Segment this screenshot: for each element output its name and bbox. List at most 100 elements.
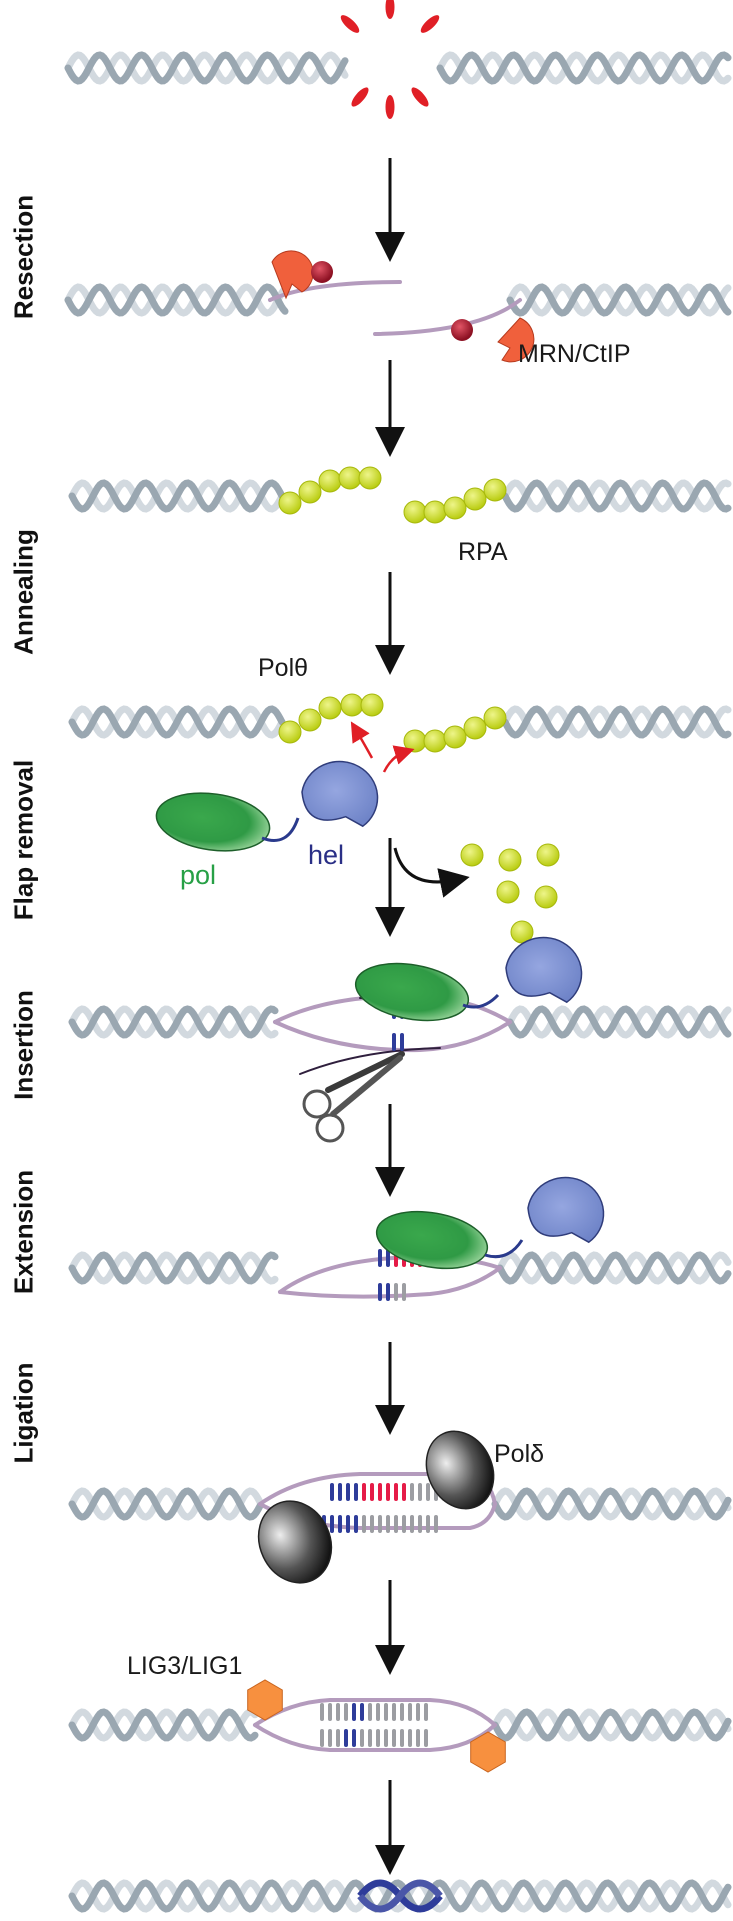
base-pair-bar <box>400 1729 404 1747</box>
ligase-hexagon-right <box>470 1731 506 1773</box>
base-pair-bar <box>394 1483 398 1501</box>
dna-strand-back <box>501 705 732 739</box>
dna-strand-front <box>68 479 286 513</box>
dna-strand-back <box>491 1708 732 1742</box>
base-pair-bar <box>352 1729 356 1747</box>
scissors-blade <box>325 1051 405 1093</box>
base-pair-bar <box>410 1515 414 1533</box>
pol-theta-polymerase-domain <box>354 962 470 1022</box>
base-pair-bar <box>378 1483 382 1501</box>
dna-helix-right <box>501 479 732 513</box>
dna-strand-back <box>501 479 732 513</box>
pol-theta-helicase-domain <box>505 936 583 1004</box>
base-pair-bar <box>392 1033 396 1051</box>
resected-strand-right <box>373 298 522 336</box>
base-pair-bar <box>320 1729 324 1747</box>
rpa-release-arrow <box>393 847 470 898</box>
base-pair-bar <box>328 1703 332 1721</box>
inserted-nucleotides <box>362 1483 406 1501</box>
rpa-eviction-arrow <box>350 721 374 759</box>
rpa-bead <box>443 496 467 520</box>
dna-helix-right <box>436 51 732 85</box>
dna-strand-back <box>506 1005 732 1039</box>
base-pair-bar <box>362 1515 366 1533</box>
break-burst-icon <box>340 0 440 119</box>
base-pair-bar <box>402 1483 406 1501</box>
base-pair-bar <box>338 1483 342 1501</box>
base-pair-bar <box>392 1729 396 1747</box>
rpa-bead <box>403 500 427 524</box>
pol-theta-helicase-domain <box>301 760 379 828</box>
label-ligase: LIG3/LIG1 <box>127 1652 243 1680</box>
dna-strand-front <box>501 705 732 739</box>
base-pair-bar <box>402 1283 406 1301</box>
mrn-protein-left <box>271 250 314 300</box>
pol-theta-polymerase-domain <box>375 1210 489 1270</box>
dna-helix-left <box>64 51 349 85</box>
dna-strand-back <box>68 1487 264 1521</box>
rpa-bead <box>358 466 382 490</box>
mrn-protein-right <box>497 317 535 363</box>
break-dash <box>385 0 395 19</box>
extension-bases-bottom <box>362 1515 438 1533</box>
base-pair-bar <box>408 1729 412 1747</box>
dna-helix-right <box>496 1251 732 1285</box>
dna-helix-left <box>68 1487 264 1521</box>
ligated-strand-top <box>253 1698 497 1727</box>
dna-helix-right <box>491 1487 732 1521</box>
stage-label-ligation: Ligation <box>8 1362 39 1464</box>
rpa-bead <box>443 725 467 749</box>
base-pair-bar <box>376 1703 380 1721</box>
dna-strand-front <box>68 1708 259 1742</box>
dna-helix-right <box>506 1005 732 1039</box>
base-pair-bar <box>354 1515 358 1533</box>
dna-strand-back <box>506 283 732 317</box>
base-pair-bar <box>426 1515 430 1533</box>
rpa-bead <box>423 729 447 753</box>
annealed-strand-bottom <box>278 1266 502 1299</box>
base-pair-bar <box>426 1483 430 1501</box>
rpa-bead <box>360 693 384 717</box>
base-pair-bar <box>328 1729 332 1747</box>
ctip-ball-right <box>451 319 473 341</box>
base-pair-bar <box>338 1515 342 1533</box>
dna-strand-front <box>496 1251 732 1285</box>
base-pair-bar <box>370 1515 374 1533</box>
label-pol: pol <box>180 860 217 890</box>
label-mrn-ctip: MRN/CtIP <box>518 340 631 368</box>
stage-label-extension: Extension <box>8 1169 39 1295</box>
base-pair-bar <box>360 1703 364 1721</box>
dna-strand-front <box>501 479 732 513</box>
dna-strand-front <box>68 705 286 739</box>
base-pair-bar <box>418 1483 422 1501</box>
rpa-bead <box>318 469 342 493</box>
rpa-bead <box>423 500 447 524</box>
rpa-bead <box>510 920 534 944</box>
rpa-chain-left <box>278 466 382 515</box>
base-pair-bar <box>360 1729 364 1747</box>
base-pair-bar <box>402 1515 406 1533</box>
pol-delta-clamp-right <box>425 1430 495 1510</box>
dna-strand-back <box>436 51 732 85</box>
dna-helix-left <box>68 1251 279 1285</box>
base-pair-bar <box>394 1515 398 1533</box>
label-rpa: RPA <box>458 538 508 566</box>
template-bases <box>394 1283 406 1301</box>
rpa-bead <box>536 843 560 867</box>
base-pair-bar <box>424 1729 428 1747</box>
base-pair-bar <box>384 1703 388 1721</box>
rpa-bead <box>496 880 520 904</box>
microhomology-pair-top <box>330 1483 358 1501</box>
base-pair-bar <box>320 1703 324 1721</box>
base-pair-bar <box>386 1249 390 1267</box>
dna-strand-back <box>491 1487 732 1521</box>
base-pair-bar <box>346 1515 350 1533</box>
stage-label-resection: Resection <box>8 194 39 320</box>
rpa-chain-right <box>403 478 507 524</box>
dna-strand-front <box>64 283 289 317</box>
stage-label-annealing: Annealing <box>8 529 39 655</box>
ligase-hexagon-left <box>247 1679 283 1721</box>
rpa-bead <box>460 843 484 867</box>
rpa-eviction-arrow <box>382 745 415 773</box>
dna-strand-back <box>64 283 289 317</box>
